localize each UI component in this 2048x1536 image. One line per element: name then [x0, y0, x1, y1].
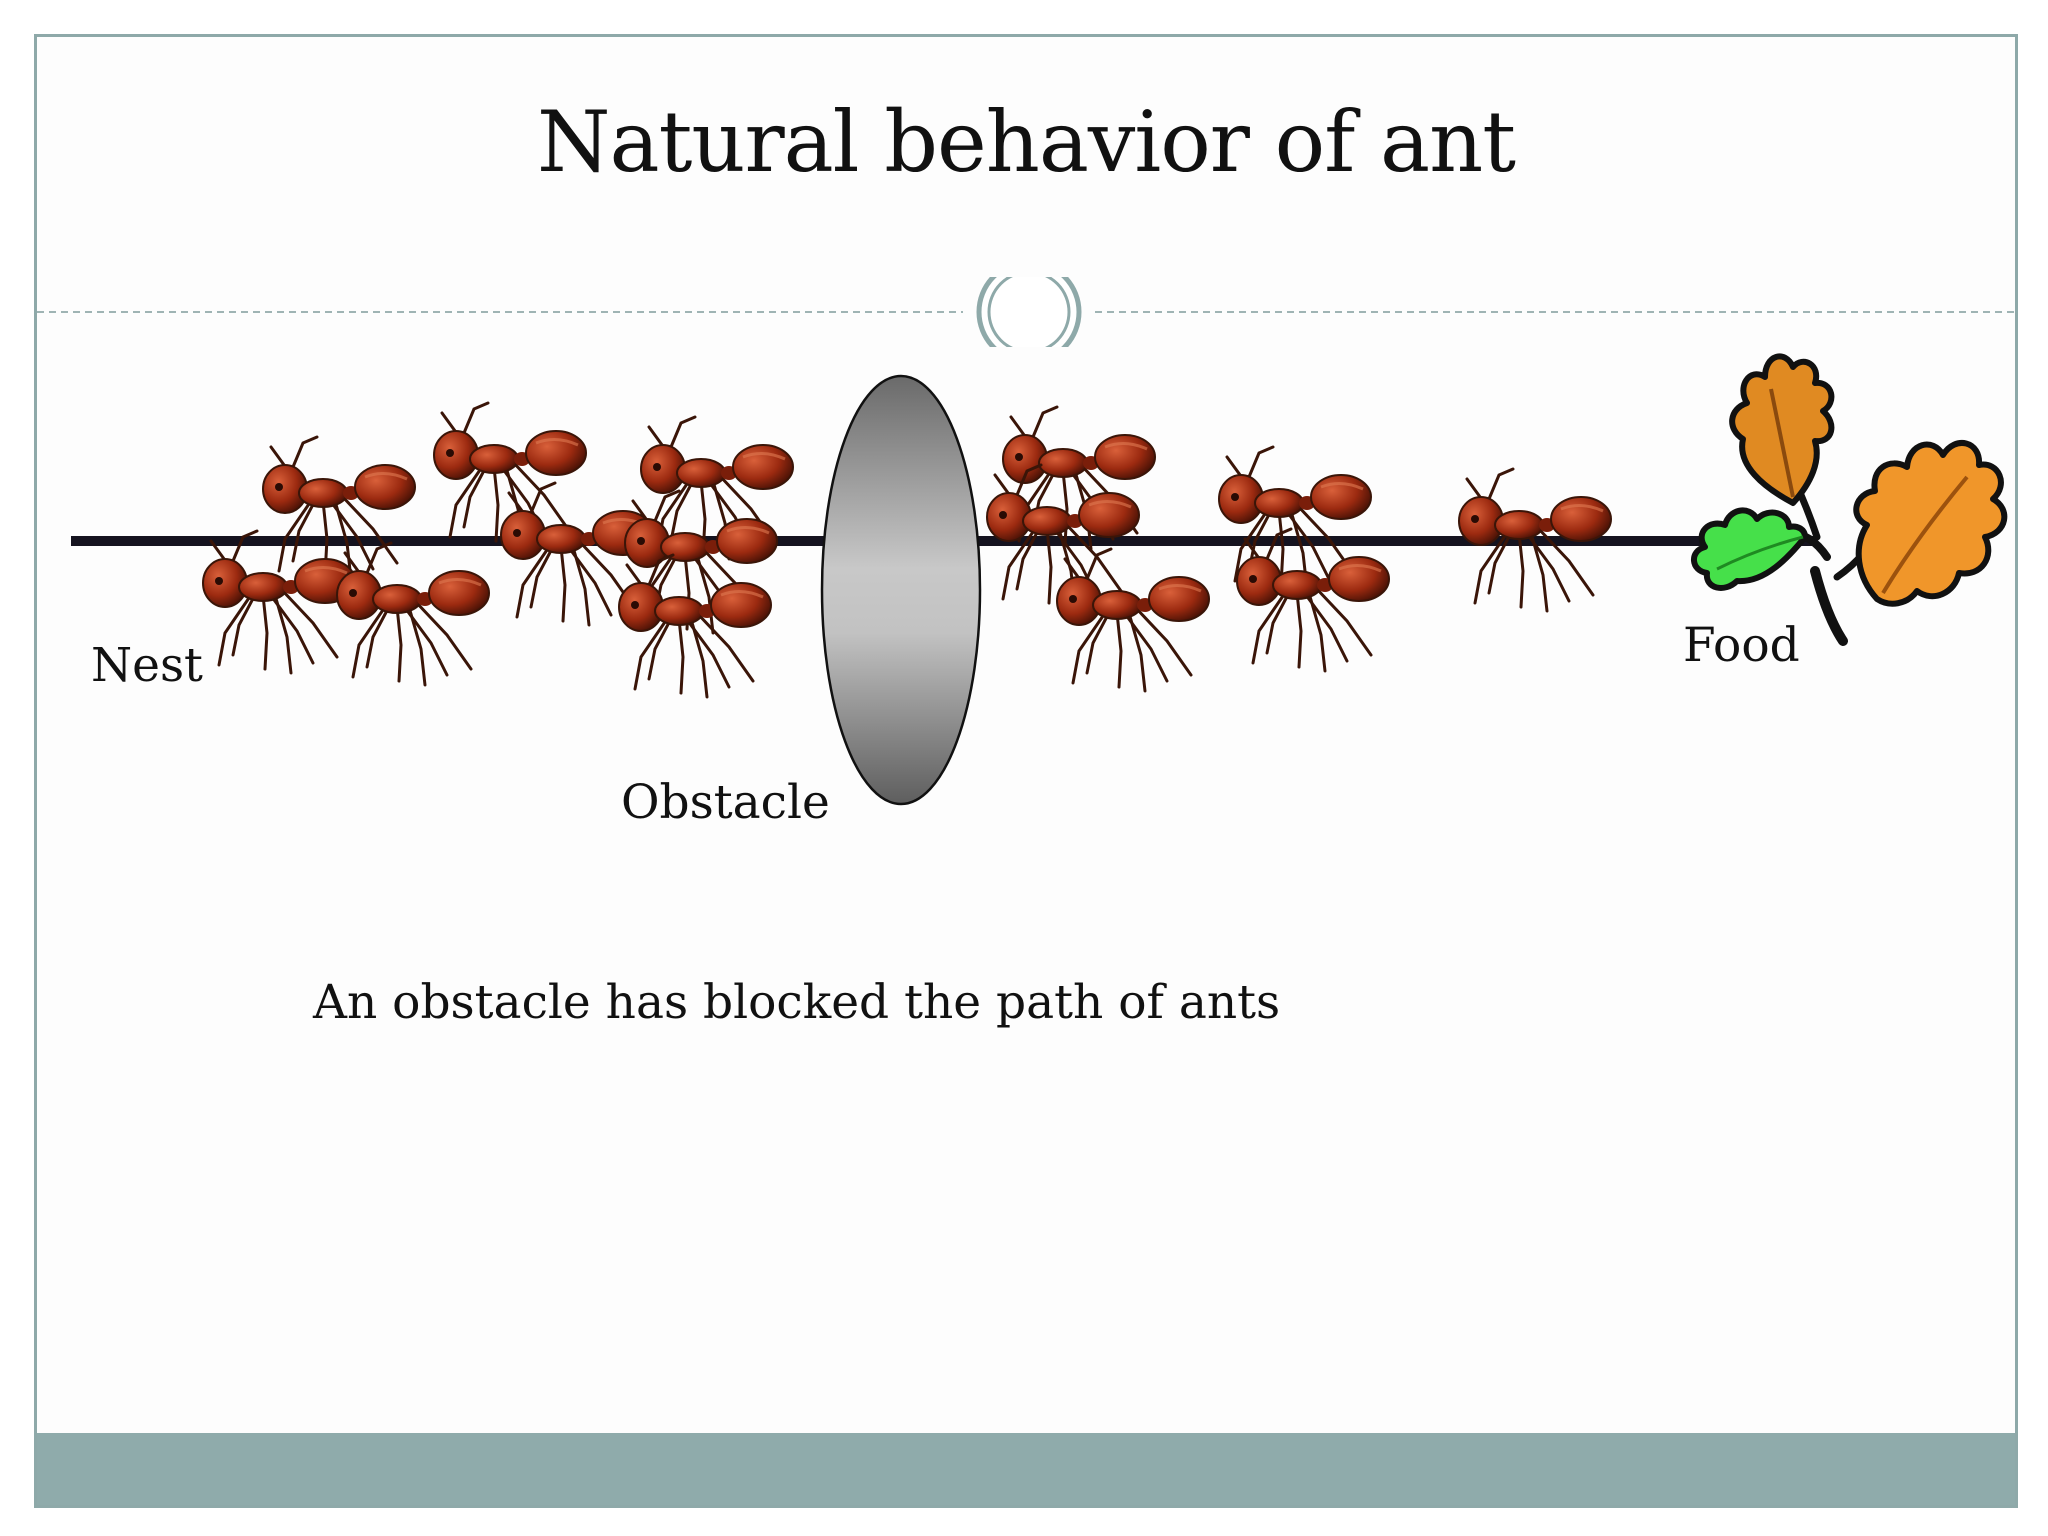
title-divider: [37, 277, 2015, 347]
food-leaves-icon: [1691, 353, 2008, 646]
ant-path-diagram: [71, 353, 2008, 806]
slide-caption: An obstacle has blocked the path of ants: [313, 975, 1281, 1030]
ant-icon: [617, 553, 773, 699]
slide-title: Natural behavior of ant: [537, 93, 1516, 191]
nest-label: Nest: [91, 638, 203, 693]
obstacle-ellipse: [820, 374, 982, 806]
divider-ring-icon: [976, 277, 1082, 347]
ant-icon: [1055, 547, 1211, 693]
obstacle-label: Obstacle: [621, 775, 830, 830]
ant-icon: [261, 435, 417, 581]
slide: Natural behavior of ant: [34, 34, 2018, 1508]
ant-icon: [335, 541, 491, 687]
ant-icon: [201, 529, 357, 675]
footer-bar: [37, 1433, 2015, 1505]
food-label: Food: [1683, 618, 1800, 673]
